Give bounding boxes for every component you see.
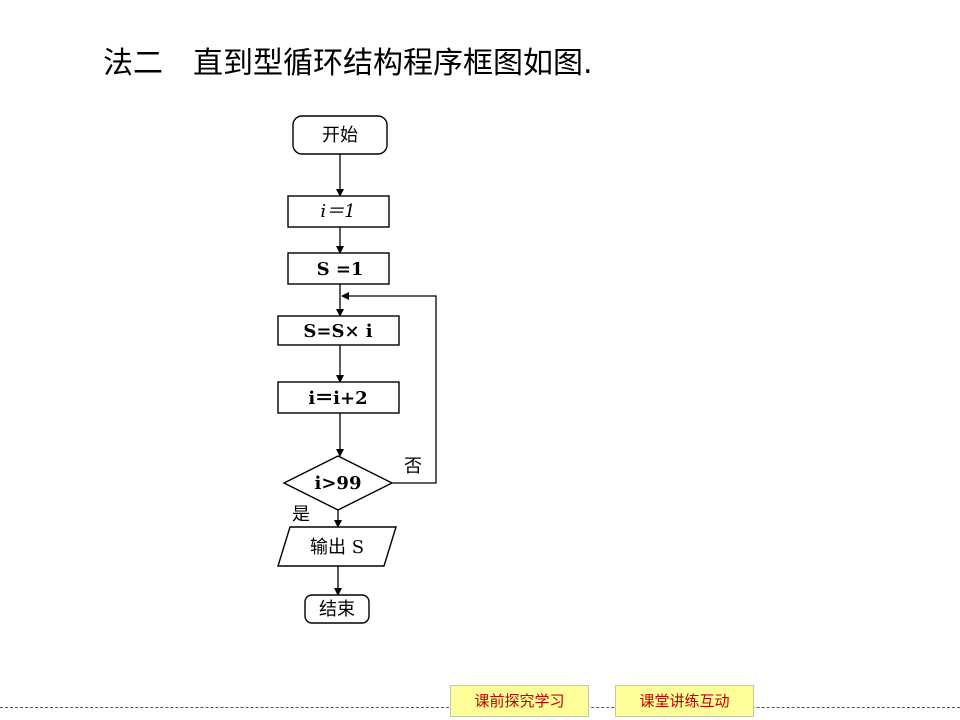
nav-button-in-class[interactable]: 课堂讲练互动 (615, 685, 754, 717)
increment-box (277, 381, 400, 414)
init-s-box (287, 252, 390, 285)
page-heading: 法二 直到型循环结构程序框图如图. (103, 46, 593, 81)
multiply-box (277, 315, 400, 346)
increment-label: i＝i+2 (308, 388, 367, 409)
loop-back-arrow (341, 292, 437, 484)
end-label: 结束 (319, 599, 355, 620)
multiply-label: S=S× i (303, 321, 372, 342)
output-parallelogram (277, 526, 397, 567)
start-label: 开始 (322, 125, 358, 146)
end-node (304, 594, 370, 624)
yes-label: 是 (292, 504, 310, 525)
init-i-box (287, 195, 390, 228)
condition-label: i>99 (315, 473, 362, 494)
output-label: 输出 S (310, 537, 364, 558)
nav-button-pre-class[interactable]: 课前探究学习 (450, 685, 589, 717)
no-label: 否 (404, 456, 422, 477)
init-i-label: i＝1 (320, 201, 355, 222)
init-s-label: S =1 (317, 259, 364, 280)
